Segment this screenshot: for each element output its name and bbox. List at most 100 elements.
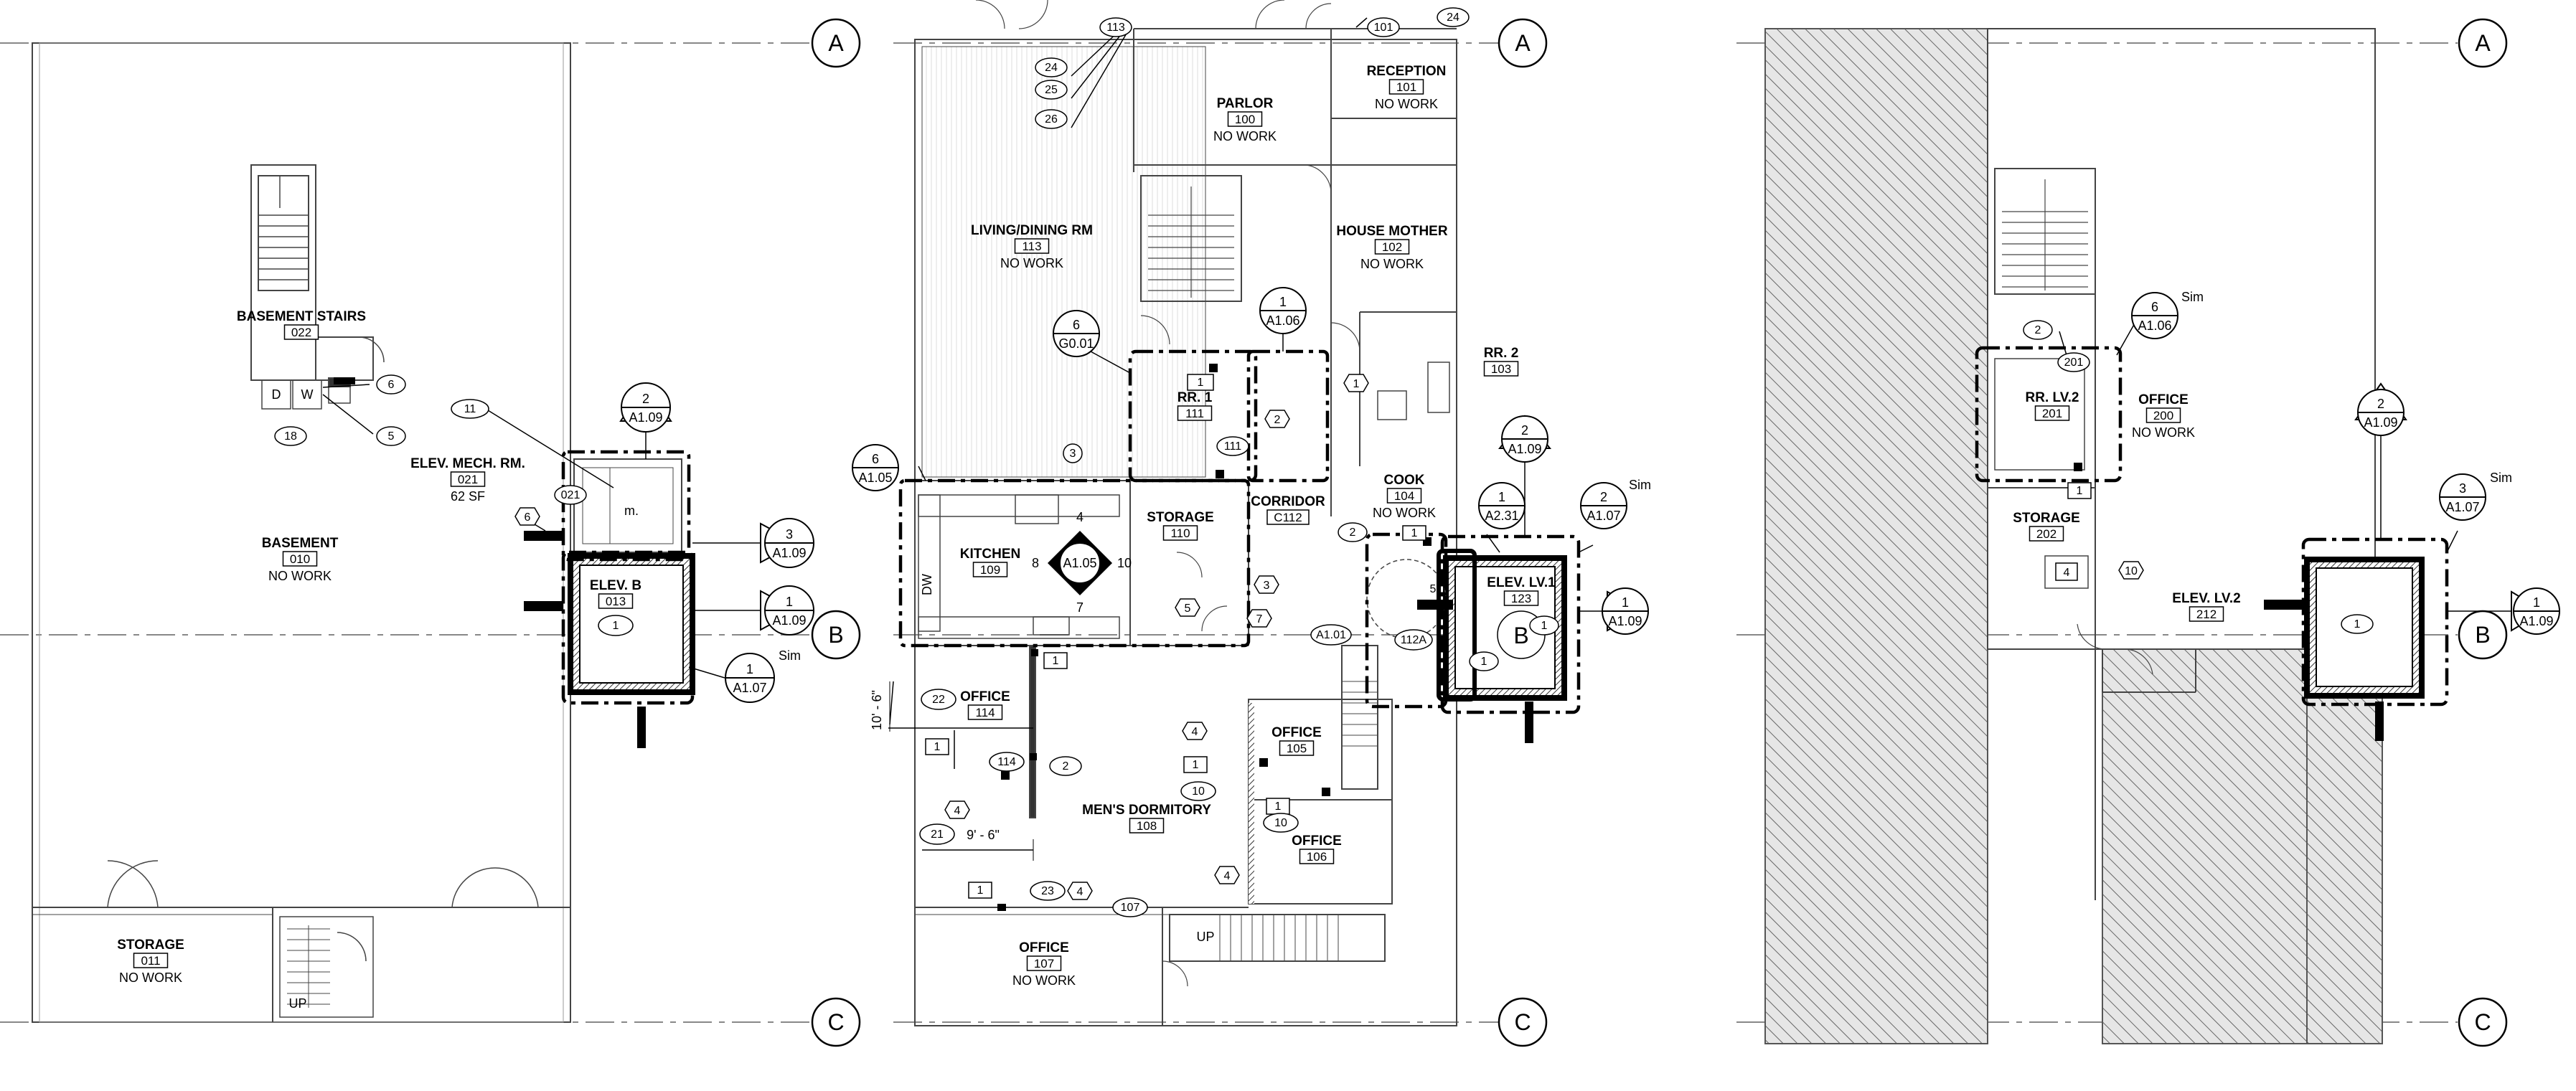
callout-sheet: A1.09: [2519, 614, 2553, 628]
up-label: UP: [288, 996, 306, 1011]
room-name: CORRIDOR: [1251, 494, 1325, 509]
tag: 101: [1374, 22, 1393, 34]
room-note: NO WORK: [2132, 425, 2195, 440]
sim-label: Sim: [1629, 478, 1651, 492]
room-note: NO WORK: [268, 569, 332, 583]
tag: 113: [1106, 22, 1125, 34]
tag: 111: [1224, 440, 1241, 453]
room-name: STORAGE: [1147, 510, 1214, 525]
room-number-box: [1026, 955, 1062, 971]
room-number-box: [1014, 238, 1050, 254]
room-name: RR. LV.2: [2026, 390, 2079, 405]
room-number: 013: [606, 595, 626, 608]
grid-label-c: C: [2474, 1009, 2491, 1035]
room-number-box: [1299, 849, 1335, 864]
callout-num: 1: [2533, 595, 2540, 610]
room-number-box: [1388, 79, 1424, 95]
callout-2-a109-mid: [1498, 415, 1552, 463]
room-number-box: [2034, 405, 2070, 421]
room-number: 101: [1396, 80, 1416, 94]
interior-elev-s: 7: [1076, 600, 1083, 615]
room-number-box: [2189, 606, 2224, 622]
callout-6-g001: [1053, 310, 1100, 357]
tag: 18: [284, 430, 297, 443]
room-number-box: [1227, 111, 1263, 127]
room-name: MEN'S DORMITORY: [1082, 803, 1211, 818]
dishwasher-label: DW: [920, 574, 934, 595]
callout-num: 1: [746, 662, 753, 676]
tag: 107: [1121, 902, 1140, 914]
callout-1-a106: [1259, 287, 1307, 334]
tag: 5: [388, 430, 395, 443]
tag: 114: [997, 756, 1016, 768]
room-number-box: [1483, 361, 1519, 377]
callout-sheet: A1.05: [858, 471, 892, 485]
room-number-box: [2145, 407, 2181, 423]
callout-num: 2: [642, 392, 649, 406]
tag: A1.01: [1316, 629, 1346, 641]
callout-sheet: A1.07: [733, 681, 766, 695]
callout-sheet: A1.09: [1508, 442, 1541, 456]
tag: 11: [464, 403, 476, 415]
tag: 22: [932, 694, 945, 706]
room-note: NO WORK: [1000, 256, 1063, 270]
callout-sheet: A1.06: [1266, 313, 1299, 328]
tag: 5: [1430, 583, 1437, 595]
room-name: PARLOR: [1217, 96, 1274, 111]
callout-sheet: A1.09: [2364, 415, 2397, 430]
tag: 201: [2064, 356, 2084, 369]
tag: 4: [954, 805, 961, 817]
room-number: 113: [1022, 240, 1041, 253]
tag: 2: [1063, 760, 1069, 773]
tag: 1: [1353, 378, 1360, 390]
level-1-plan: [914, 0, 1567, 1026]
room-name: ELEV. LV.1: [1487, 575, 1556, 590]
tag: 21: [931, 828, 944, 841]
horizontal-dim: 9' - 6": [967, 828, 1000, 842]
room-number: 111: [1185, 407, 1204, 420]
callout-num: 6: [1073, 318, 1080, 332]
tag: 3: [1264, 580, 1270, 592]
basement-plan: [32, 42, 695, 1023]
tag: 2: [1350, 526, 1356, 539]
grid-label-c: C: [827, 1009, 844, 1035]
room-note: NO WORK: [1213, 129, 1277, 143]
room-name: BASEMENT STAIRS: [237, 309, 366, 324]
room-number: 110: [1170, 526, 1190, 540]
tag: 1: [934, 741, 941, 753]
callout-1-a107-left: [725, 653, 775, 703]
room-name: STORAGE: [2013, 511, 2080, 526]
callout-num: 2: [1600, 490, 1607, 504]
room-name: RR. 1: [1177, 390, 1213, 405]
interior-elev-w: 8: [1032, 556, 1039, 570]
tag: 1: [977, 884, 984, 897]
room-number-box: [283, 324, 319, 340]
tag: 2: [1274, 414, 1281, 426]
room-number-box: [450, 471, 486, 487]
section-markers-right: [2074, 463, 2384, 741]
room-number: C112: [1274, 511, 1302, 524]
interior-elev-n: 4: [1076, 510, 1083, 524]
callout-num: 1: [1498, 490, 1505, 504]
room-name: RR. 2: [1484, 346, 1519, 361]
grid-bubble-c-right: [2458, 997, 2508, 1047]
tag: 26: [1045, 113, 1058, 126]
callout-1-a109-right: [2511, 587, 2560, 635]
grid-label-c: C: [1514, 1009, 1531, 1035]
room-number: 103: [1491, 362, 1511, 376]
tag: 25: [1045, 84, 1058, 96]
callout-sheet: A2.31: [1485, 509, 1518, 523]
room-name: ELEV. B: [590, 578, 641, 593]
room-number: 123: [1511, 592, 1531, 605]
callout-sheet: A1.09: [629, 410, 662, 425]
tag: 23: [1041, 885, 1054, 897]
callout-sheet: A1.09: [772, 613, 806, 628]
tag: 1: [613, 620, 619, 632]
room-tag-elev-lv1: ELEV. LV.1 123: [1487, 575, 1556, 606]
